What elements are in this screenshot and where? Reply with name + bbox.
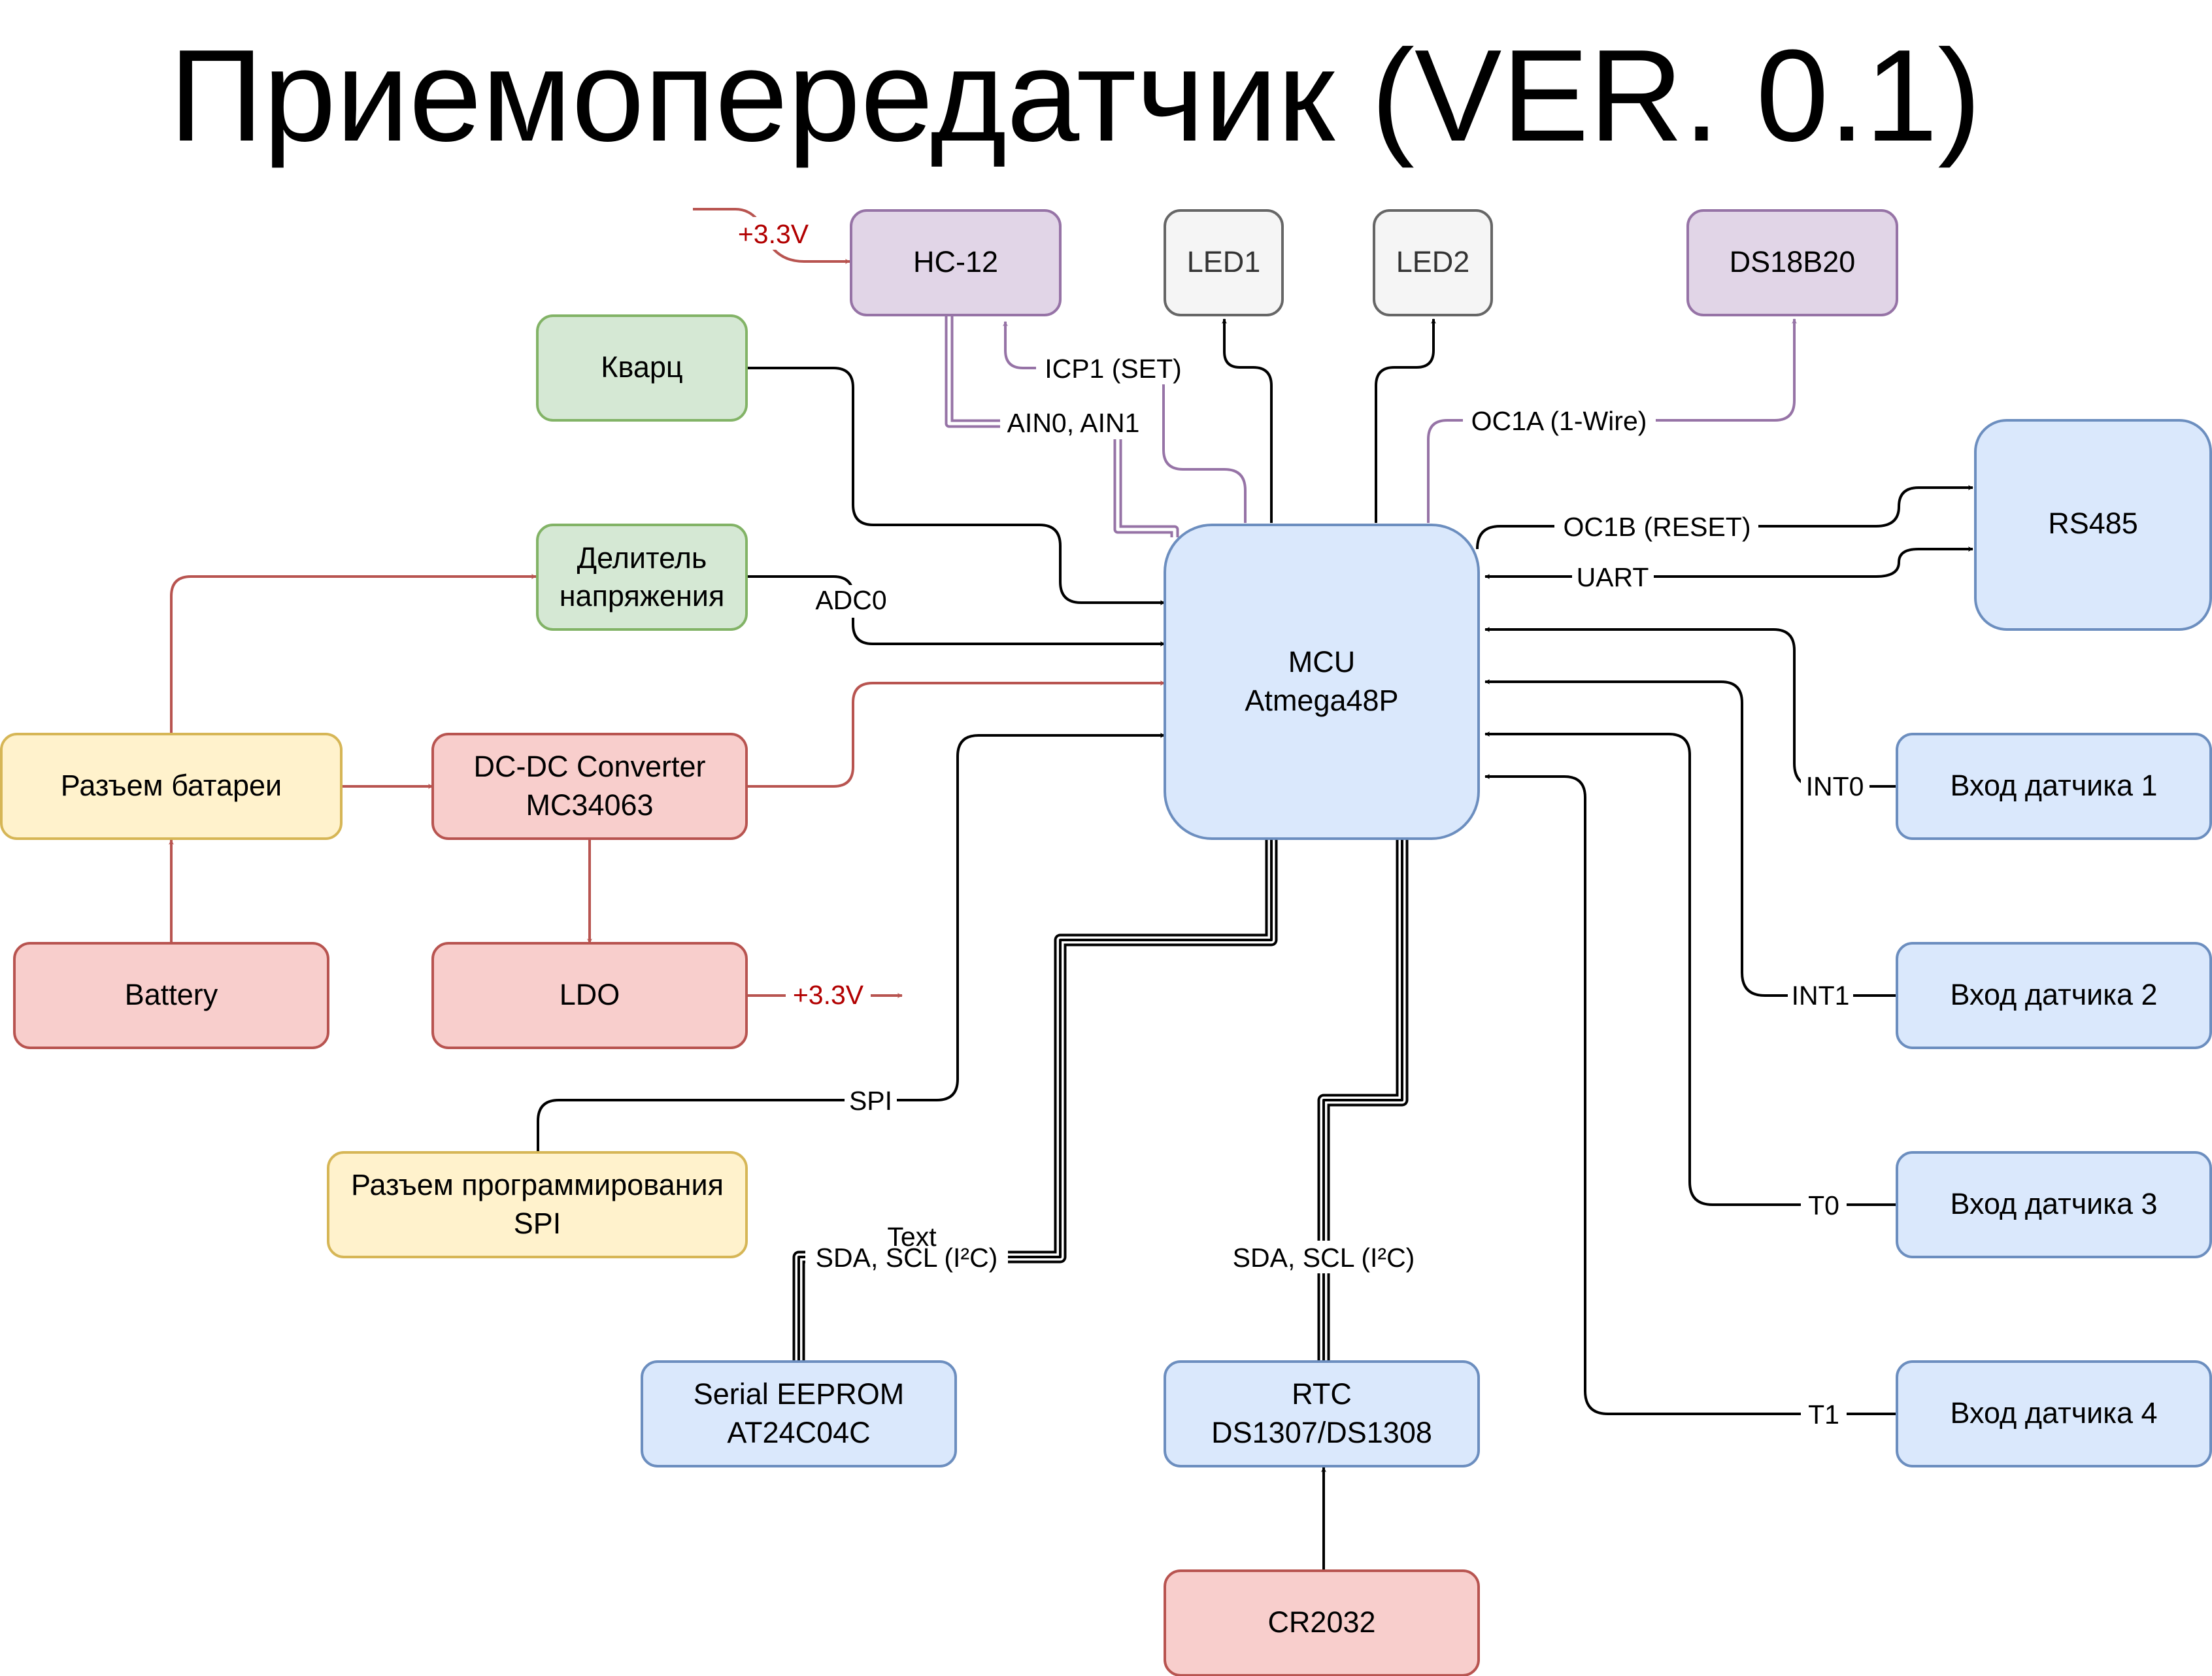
edge-quartz [745,367,1165,605]
svg-text:LED1: LED1 [1187,245,1261,278]
edge-adc0 [745,575,1165,646]
edge-oc1b [1476,485,1973,550]
svg-text:OC1B (RESET): OC1B (RESET) [1563,512,1751,542]
svg-text:Battery: Battery [125,978,218,1011]
label-i2c-eeprom: SDA, SCL (I²C) [805,1241,1008,1273]
svg-text:MC34063: MC34063 [526,788,653,822]
svg-text:SDA, SCL (I²C): SDA, SCL (I²C) [1233,1243,1415,1273]
svg-text:Вход датчика 4: Вход датчика 4 [1950,1396,2157,1430]
svg-text:Кварц: Кварц [601,350,682,384]
svg-text:Делитель: Делитель [577,541,707,575]
label-ain: AIN0, AIN1 [1000,407,1147,439]
svg-text:LDO: LDO [560,978,620,1011]
svg-text:Вход датчика 2: Вход датчика 2 [1950,978,2157,1011]
label-t0: T0 [1801,1188,1847,1221]
node-rtc: RTC DS1307/DS1308 [1164,1360,1480,1467]
svg-text:+3.3V: +3.3V [738,219,809,249]
edge-i2c-rtc-center [1322,839,1403,1362]
svg-text:Разъем программирования: Разъем программирования [351,1168,724,1201]
svg-text:DS18B20: DS18B20 [1730,245,1856,278]
node-cr2032: CR2032 [1164,1569,1480,1676]
svg-text:LED2: LED2 [1396,245,1470,278]
svg-text:DC-DC Converter: DC-DC Converter [473,750,705,783]
svg-text:OC1A (1-Wire): OC1A (1-Wire) [1471,406,1647,436]
edge-spi [537,733,1165,1152]
node-dcdc-converter: DC-DC Converter MC34063 [431,733,748,840]
svg-text:Вход датчика 1: Вход датчика 1 [1950,769,2157,802]
label-t1: T1 [1801,1398,1847,1430]
label-int0: INT0 [1801,770,1869,803]
svg-text:Atmega48P: Atmega48P [1245,684,1398,717]
node-battery: Battery [13,942,329,1049]
edge-i2c-eeprom-center [797,839,1273,1362]
svg-text:UART: UART [1577,562,1649,592]
node-ds18b20: DS18B20 [1686,209,1898,316]
svg-text:T0: T0 [1808,1190,1839,1220]
node-quartz: Кварц [536,314,748,422]
node-voltage-divider: Делитель напряжения [536,524,748,631]
edge-t0 [1484,731,1897,1206]
node-led1: LED1 [1164,209,1284,316]
label-int1: INT1 [1788,979,1853,1012]
label-ldo-out: +3.3V [786,979,871,1011]
node-spi-connector: Разъем программирования SPI [327,1151,748,1258]
edge-ain-inner [947,315,1177,537]
svg-text:Вход датчика 3: Вход датчика 3 [1950,1187,2157,1220]
svg-text:DS1307/DS1308: DS1307/DS1308 [1211,1416,1432,1449]
edge-uart [1484,546,1973,579]
svg-text:AIN0, AIN1: AIN0, AIN1 [1007,408,1140,438]
label-i2c-eeprom-extra: Text [882,1222,941,1252]
svg-text:SDA, SCL (I²C): SDA, SCL (I²C) [816,1243,998,1273]
svg-text:RTC: RTC [1292,1377,1352,1411]
node-hc12: HC-12 [850,209,1062,316]
svg-text:CR2032: CR2032 [1267,1605,1375,1639]
svg-text:HC-12: HC-12 [913,245,998,278]
edge-led1 [1222,318,1273,523]
node-battery-connector: Разъем батареи [0,733,343,840]
page-title: Приемопередатчик (VER. 0.1) [169,23,1981,169]
label-spi: SPI [845,1084,897,1116]
svg-text:Text: Text [887,1222,937,1252]
edge-icp1 [1003,321,1247,523]
svg-text:RS485: RS485 [2048,507,2138,540]
label-adc0: ADC0 [811,585,892,618]
node-led2: LED2 [1373,209,1493,316]
svg-text:ICP1 (SET): ICP1 (SET) [1045,354,1182,384]
node-sensor-input-3: Вход датчика 3 [1896,1151,2212,1258]
label-oc1a: OC1A (1-Wire) [1463,404,1656,437]
svg-text:SPI: SPI [514,1207,561,1240]
label-oc1b: OC1B (RESET) [1554,510,1758,543]
label-i2c-rtc: SDA, SCL (I²C) [1222,1241,1425,1273]
node-sensor-input-1: Вход датчика 1 [1896,733,2212,840]
node-sensor-input-2: Вход датчика 2 [1896,942,2212,1049]
edge-t1 [1484,774,1897,1415]
svg-text:AT24C04C: AT24C04C [727,1416,870,1449]
svg-text:T1: T1 [1808,1399,1839,1430]
node-mcu: MCU Atmega48P [1164,524,1480,840]
node-serial-eeprom: Serial EEPROM AT24C04C [641,1360,957,1467]
node-rs485: RS485 [1974,419,2212,631]
svg-text:+3.3V: +3.3V [793,980,864,1010]
node-ldo: LDO [431,942,748,1049]
svg-text:Разъем батареи: Разъем батареи [61,769,282,802]
edge-batconn-divider [170,574,537,734]
svg-text:напряжения: напряжения [560,579,725,612]
svg-text:ADC0: ADC0 [815,585,886,615]
edge-led2 [1375,318,1436,523]
svg-text:Serial EEPROM: Serial EEPROM [694,1377,905,1411]
label-icp1: ICP1 (SET) [1036,352,1190,384]
svg-text:INT1: INT1 [1792,980,1850,1011]
svg-text:SPI: SPI [849,1086,892,1116]
node-sensor-input-4: Вход датчика 4 [1896,1360,2212,1467]
label-uart: UART [1572,560,1654,593]
edge-int1 [1484,679,1897,997]
svg-text:INT0: INT0 [1806,771,1864,801]
svg-text:MCU: MCU [1288,645,1355,679]
edge-dcdc-mcu [745,680,1165,788]
label-hc12-power: +3.3V [731,217,816,250]
